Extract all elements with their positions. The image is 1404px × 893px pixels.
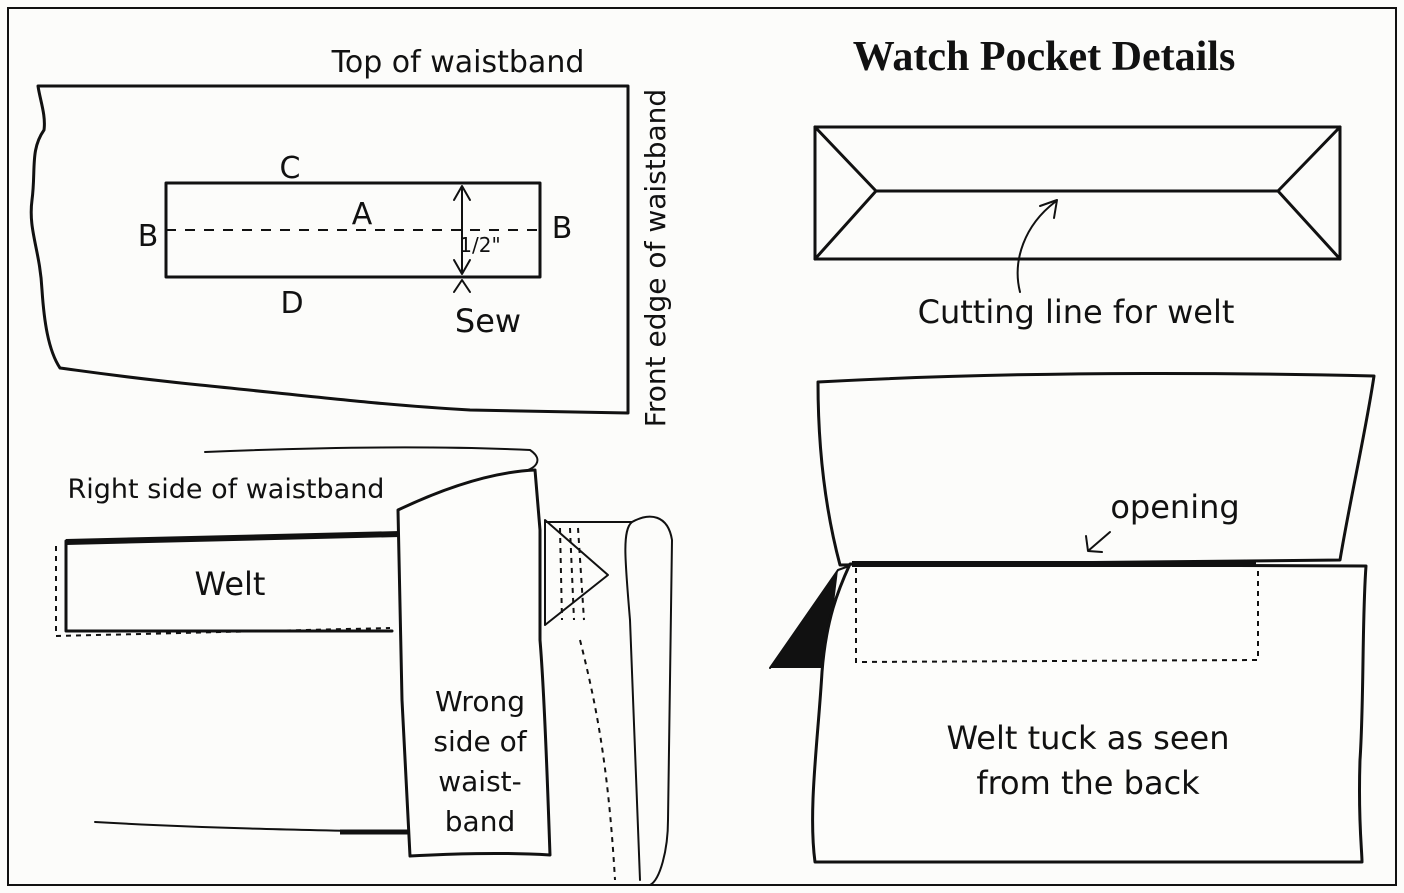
half-inch-measure-arrow	[453, 185, 471, 275]
back-fabric-layer	[816, 372, 1376, 567]
waistband-piece-outline	[29, 84, 630, 415]
wrong-side-line-2: side of	[433, 725, 527, 758]
opening-label: opening	[1110, 488, 1239, 526]
wrong-side-fold	[396, 468, 552, 858]
welt-tuck-line-1: Welt tuck as seen	[947, 719, 1230, 757]
outer-frame	[7, 7, 1397, 886]
panel-welt-wrong-side: Right side of waistband Welt Wrong side …	[55, 446, 673, 886]
sew-label: Sew	[455, 302, 521, 340]
letter-c: C	[280, 151, 301, 186]
welt-rectangle	[813, 125, 1342, 261]
panel-waistband-layout: Top of waistband Front edge of waistband…	[29, 45, 672, 427]
pocket-stitch-lines	[559, 527, 585, 621]
wrong-side-line-4: band	[445, 805, 515, 838]
front-fabric-layer	[811, 562, 1368, 864]
cutting-line-top	[813, 125, 1342, 193]
cutting-line-pointer	[1016, 201, 1056, 293]
letter-b-right: B	[552, 211, 573, 246]
welt-label: Welt	[195, 565, 266, 603]
cutting-line-bottom	[813, 189, 1342, 261]
welt-dashed-outline	[855, 568, 1259, 664]
top-of-waistband-label: Top of waistband	[331, 45, 585, 80]
fabric-top-edge	[204, 446, 539, 473]
welt-dashed-edge	[55, 546, 391, 638]
letter-b-left: B	[138, 219, 159, 254]
pocket-fold-outer	[544, 515, 673, 886]
panel-welt-tuck: opening Welt tuck as seen from the back	[769, 372, 1376, 864]
pocket-dashed-line	[579, 639, 616, 881]
wrong-side-line-1: Wrong	[435, 685, 525, 718]
front-edge-label: Front edge of waistband	[639, 89, 672, 427]
sew-arrow	[453, 279, 471, 293]
pocket-notch	[544, 519, 609, 626]
pocket-fold-inner	[624, 521, 641, 881]
panel-cutting-line: Cutting line for welt	[813, 125, 1342, 331]
diagram-title: Watch Pocket Details	[853, 34, 1236, 80]
right-side-of-waistband-label: Right side of waistband	[68, 474, 385, 505]
letter-a: A	[352, 197, 373, 232]
welt-top-edge	[65, 531, 401, 545]
opening-arrow	[1085, 531, 1111, 553]
letter-d: D	[280, 286, 303, 321]
welt-outline	[64, 539, 394, 633]
cutting-line-arrowhead	[1039, 199, 1058, 219]
wrong-side-line-3: waist-	[438, 765, 522, 798]
cutting-line-label: Cutting line for welt	[918, 293, 1235, 331]
welt-tuck-line-2: from the back	[976, 764, 1200, 802]
half-inch-label: 1/2"	[459, 233, 500, 257]
